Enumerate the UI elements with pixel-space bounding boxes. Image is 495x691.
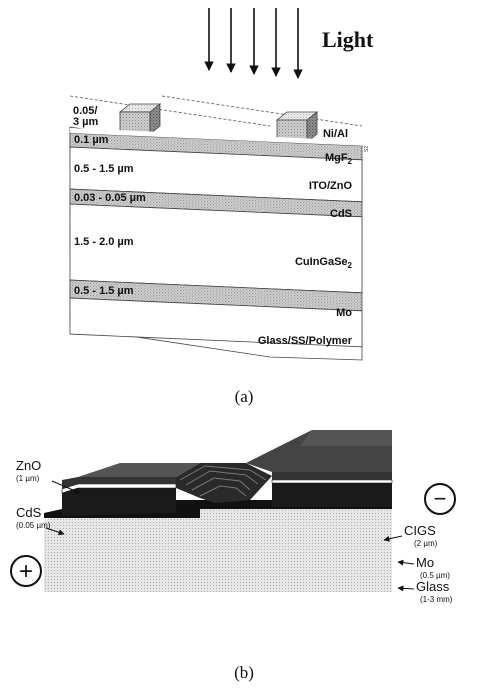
thickness-mo: 0.5 - 1.5 µm (74, 285, 134, 297)
layer-name-ito: ITO/ZnO (309, 180, 353, 192)
ni-al-contact-left (120, 104, 160, 134)
thickness-ito: 0.5 - 1.5 µm (74, 163, 134, 175)
zno-block-right (272, 472, 392, 480)
thickness-contacts-2: 3 µm (73, 116, 99, 128)
label-cigs-thickness: (2 µm) (414, 539, 438, 548)
thickness-cds: 0.03 - 0.05 µm (74, 192, 146, 204)
thickness-cigs: 1.5 - 2.0 µm (74, 236, 134, 248)
label-cds: CdS (16, 505, 42, 520)
figure-a-layer-stack: Light (70, 8, 374, 406)
arrow-mo (398, 562, 414, 564)
label-glass: Glass (416, 579, 450, 594)
glass-substrate (44, 506, 392, 592)
band-cigs (70, 204, 362, 293)
arrow-glass (398, 588, 414, 589)
light-arrows (209, 8, 298, 78)
plus-terminal-icon: + (11, 556, 41, 586)
layer-name-mo: Mo (336, 307, 352, 319)
plus-sign: + (19, 558, 33, 585)
layer-name-cigs: CuInGaSe2 (295, 256, 353, 270)
zno-top-right-face (300, 430, 392, 446)
label-cigs: CIGS (404, 523, 436, 538)
label-zno: ZnO (16, 458, 41, 473)
layer-name-cds: CdS (330, 208, 352, 220)
layer-name-contacts: Ni/Al (323, 128, 348, 140)
layer-name-substrate: Glass/SS/Polymer (258, 335, 353, 347)
light-label: Light (322, 27, 374, 52)
minus-sign: − (434, 486, 447, 511)
label-glass-thickness: (1-3 mm) (420, 595, 453, 604)
caption-a: (a) (235, 387, 254, 406)
cds-band-right (272, 480, 392, 483)
label-mo: Mo (416, 555, 434, 570)
minus-terminal-icon: − (425, 484, 455, 514)
label-cds-thickness: (0.05 µm) (16, 521, 51, 530)
caption-b: (b) (234, 663, 254, 682)
label-zno-thickness: (1 µm) (16, 474, 40, 483)
thickness-mgf2: 0.1 µm (74, 134, 109, 146)
stack-top-surface (70, 96, 362, 126)
figure-b-cell-cross-section: ZnO (1 µm) CdS (0.05 µm) CIGS (2 µm) Mo … (11, 430, 455, 682)
figure-stamp: S2 (364, 146, 370, 152)
cigs-block-right (272, 483, 392, 507)
